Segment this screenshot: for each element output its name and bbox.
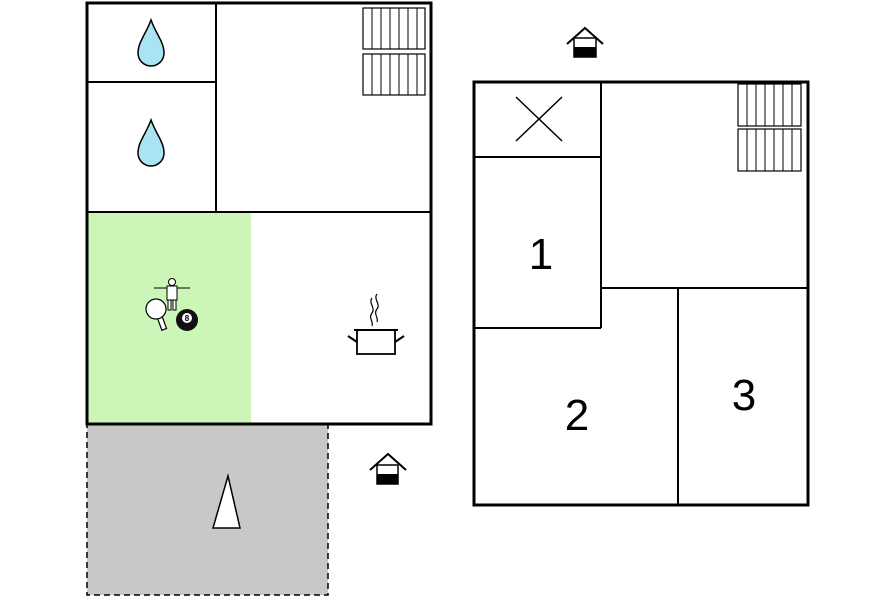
games-icon: 8 [145,278,198,331]
upper-floor: 1 2 3 [472,26,810,507]
bedroom-3-label: 3 [732,371,756,420]
bedroom-2-label: 2 [565,391,589,440]
staircase-icon [737,83,802,172]
cooking-pot-icon [347,293,405,355]
cross-icon [515,96,563,142]
ground-floor: 8 [85,1,433,596]
terrace [86,423,329,596]
ground-floor-outline [85,1,433,426]
activity-room [88,213,251,423]
bedroom-1-label: 1 [529,230,553,279]
staircase-icon [362,7,426,96]
entrance-house-icon [369,452,407,485]
parasol-icon [212,473,241,529]
upper-floor-outline [472,80,810,507]
water-drop-icon [137,17,165,67]
entrance-house-icon [566,26,604,58]
water-drop-icon [137,117,165,167]
table-football-icon [154,278,190,311]
billiard-ball-label: 8 [185,314,190,323]
billiard-ball-icon: 8 [176,309,198,331]
ping-pong-icon [145,298,168,331]
